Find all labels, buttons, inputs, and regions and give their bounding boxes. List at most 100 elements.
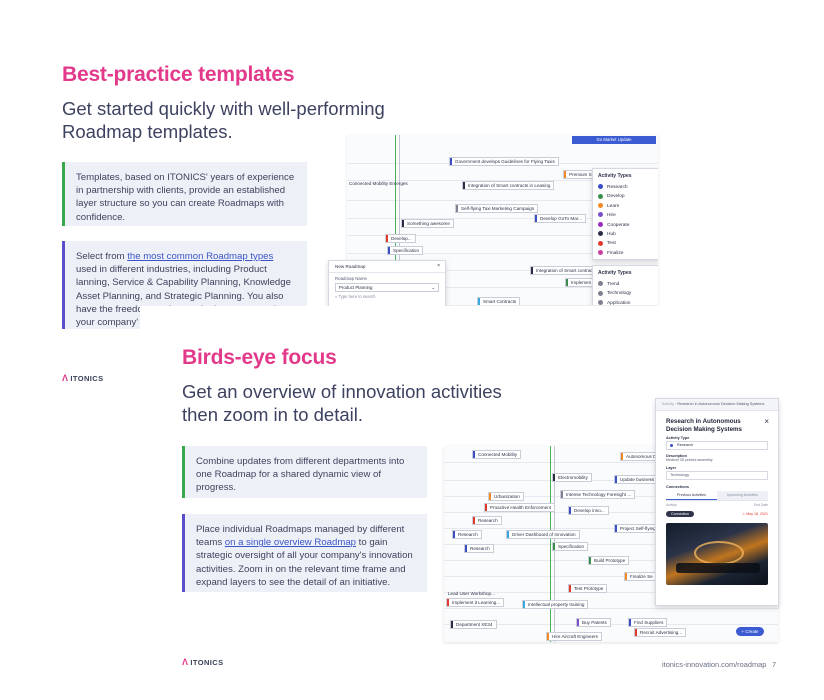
roadmap-node[interactable]: Research xyxy=(464,544,494,553)
overview-roadmap-link[interactable]: on a single overview Roadmap xyxy=(224,537,356,549)
roadmap-node[interactable]: Driver Dashboard of Innovation xyxy=(506,530,580,539)
roadmap-node[interactable]: Update business xyxy=(614,475,659,484)
legend-color-dot xyxy=(598,290,603,296)
roadmap-node[interactable]: Hire Aircraft Engineers xyxy=(546,632,602,641)
roadmap-node[interactable]: Lead User Workshop... xyxy=(444,589,499,598)
legend-item[interactable]: Hub xyxy=(593,230,658,239)
roadmap-node-label: Finalize Se xyxy=(630,574,653,579)
roadmap-node[interactable]: Proactive Health Enforcement xyxy=(484,503,556,512)
roadmap-node[interactable]: Specification xyxy=(552,542,589,551)
close-icon[interactable]: × xyxy=(764,417,769,426)
legend-item[interactable]: Finalize xyxy=(593,249,658,258)
dialog-title: New Roadmap xyxy=(335,264,366,269)
roadmap-node[interactable]: Smart Contracts xyxy=(477,297,521,305)
legend-item-label: Hire xyxy=(607,213,616,219)
roadmap-node[interactable]: Government develops Guidelines for Flyin… xyxy=(449,157,559,166)
roadmap-node-label: Integration of Smart contrac xyxy=(536,268,593,273)
legend-item-label: Finalize xyxy=(607,250,624,256)
footer-logo-text: ITONICS xyxy=(190,658,224,667)
roadmap-node[interactable]: Intense Technology Foresight ... xyxy=(560,490,636,499)
footer-url[interactable]: itonics-innovation.com/roadmap xyxy=(662,660,767,669)
roadmap-types-link[interactable]: the most common Roadmap types xyxy=(127,251,274,262)
roadmap-node-label: Research xyxy=(470,546,490,551)
roadmap-node[interactable]: Finalize Se xyxy=(624,572,657,581)
roadmap-node[interactable]: Self-flying Taxi Marketing Campaign xyxy=(455,204,539,213)
roadmap-node[interactable]: Implemen xyxy=(565,278,596,287)
roadmap-node[interactable]: Research xyxy=(472,516,502,525)
roadmap-node[interactable]: Integration of Smart contrac xyxy=(530,266,597,275)
panel-title-line2: Decision Making Systems xyxy=(666,425,742,433)
layer-field[interactable]: Technology xyxy=(666,471,768,481)
market-update-button[interactable]: Go Market Update xyxy=(572,136,656,144)
roadmap-node[interactable]: Specification xyxy=(387,246,424,255)
roadmap-node[interactable]: Develop... xyxy=(385,234,416,243)
roadmap-node[interactable]: Integration of Smart contracts in Leasin… xyxy=(462,181,555,190)
roadmap-node[interactable]: Build Prototype xyxy=(588,556,630,565)
legend-item[interactable]: Learn xyxy=(593,202,658,211)
roadmap-node[interactable]: Develop GoTo Mar... xyxy=(534,214,586,223)
roadmap-node-label: Research xyxy=(458,532,478,537)
section2-callout-2: Place individual Roadmaps managed by dif… xyxy=(182,514,427,592)
roadmap-node[interactable]: Connected Mobility Emerges xyxy=(347,179,412,188)
itonics-logo-icon: Λ xyxy=(62,373,69,383)
legend-item[interactable]: Research xyxy=(593,183,658,192)
description-label: Description xyxy=(666,454,687,459)
connections-label: Connections xyxy=(666,485,689,490)
roadmap-node[interactable]: Connected Mobility xyxy=(472,450,522,459)
legend-item[interactable]: Application xyxy=(593,299,658,305)
chevron-down-icon: ⌄ xyxy=(431,285,435,290)
legend-color-dot xyxy=(598,221,603,227)
roadmap-name-field[interactable]: Product Planning ⌄ xyxy=(335,283,439,292)
roadmap-node-label: Integration of Smart contracts in Leasin… xyxy=(468,183,551,188)
roadmap-node-label: Hire Aircraft Engineers xyxy=(552,634,598,639)
roadmap-node[interactable]: Electromobility xyxy=(552,473,592,482)
section2-callout-1-text: Combine updates from different departmen… xyxy=(196,456,405,494)
roadmap-node-label: Update business xyxy=(620,477,655,482)
close-icon[interactable]: × xyxy=(437,263,440,269)
roadmap-node[interactable]: Develop inno... xyxy=(568,506,609,515)
legend-item[interactable]: Develop xyxy=(593,192,658,201)
dialog-label: Roadmap Name xyxy=(335,276,367,281)
create-button[interactable]: + Create xyxy=(736,627,764,636)
legend-title: Activity Types xyxy=(598,173,632,179)
roadmap-node-label: Project Self-flying T xyxy=(620,526,660,531)
legend-item[interactable]: Trend xyxy=(593,280,658,289)
legend-color-dot xyxy=(598,184,603,190)
roadmap-node-label: Autonomous Dr xyxy=(626,454,658,459)
section1-title: Best-practice templates xyxy=(62,63,295,86)
legend-title: Activity Types xyxy=(598,270,632,276)
legend-item[interactable]: Technology xyxy=(593,289,658,298)
roadmap-node[interactable]: Find Suppliers xyxy=(628,618,668,627)
legend-item[interactable]: Cooperate xyxy=(593,221,658,230)
roadmap-node[interactable]: Test Prototype xyxy=(568,584,608,593)
legend-item-label: Learn xyxy=(607,203,620,209)
roadmap-node[interactable]: Buy Patents xyxy=(576,618,611,627)
roadmap-node[interactable]: Implement it Learning... xyxy=(446,598,505,607)
section1-subtitle-line1: Get started quickly with well-performing xyxy=(62,98,385,119)
legend-color-dot xyxy=(598,240,603,246)
activity-type-field[interactable]: Research xyxy=(666,441,768,451)
roadmap-node[interactable]: Urbanization xyxy=(488,492,524,501)
roadmap-node-label: Connected Mobility Emerges xyxy=(349,181,408,186)
legend-item[interactable]: Hire xyxy=(593,211,658,220)
dialog-search[interactable]: ⌕ Type here to search xyxy=(335,294,439,299)
connection-chip[interactable]: Connection xyxy=(666,511,695,518)
roadmap-node[interactable]: Recruit Advertising... xyxy=(634,628,687,637)
roadmap-node[interactable]: Research xyxy=(452,530,482,539)
roadmap-node-label: Develop inno... xyxy=(574,508,605,513)
tab-upcoming-activities[interactable]: Upcoming Activities xyxy=(717,491,768,501)
roadmap-node[interactable]: Department XE34 xyxy=(450,620,497,629)
roadmap-node-label: Test Prototype xyxy=(574,586,604,591)
roadmap-node-label: Proactive Health Enforcement xyxy=(490,505,552,510)
panel-title-line1: Research in Autonomous xyxy=(666,418,741,425)
roadmap-node-label: Build Prototype xyxy=(594,558,626,563)
roadmap-node[interactable]: Something awesome xyxy=(401,219,454,228)
roadmap-node-label: Government develops Guidelines for Flyin… xyxy=(455,159,555,164)
roadmap-node[interactable]: Intellectual property training xyxy=(522,600,589,609)
legend-item-label: Develop xyxy=(607,194,625,200)
tab-previous-activities[interactable]: Previous Activities xyxy=(666,491,717,501)
roadmap-node-label: Buy Patents xyxy=(582,620,607,625)
legend-item[interactable]: Test xyxy=(593,239,658,248)
